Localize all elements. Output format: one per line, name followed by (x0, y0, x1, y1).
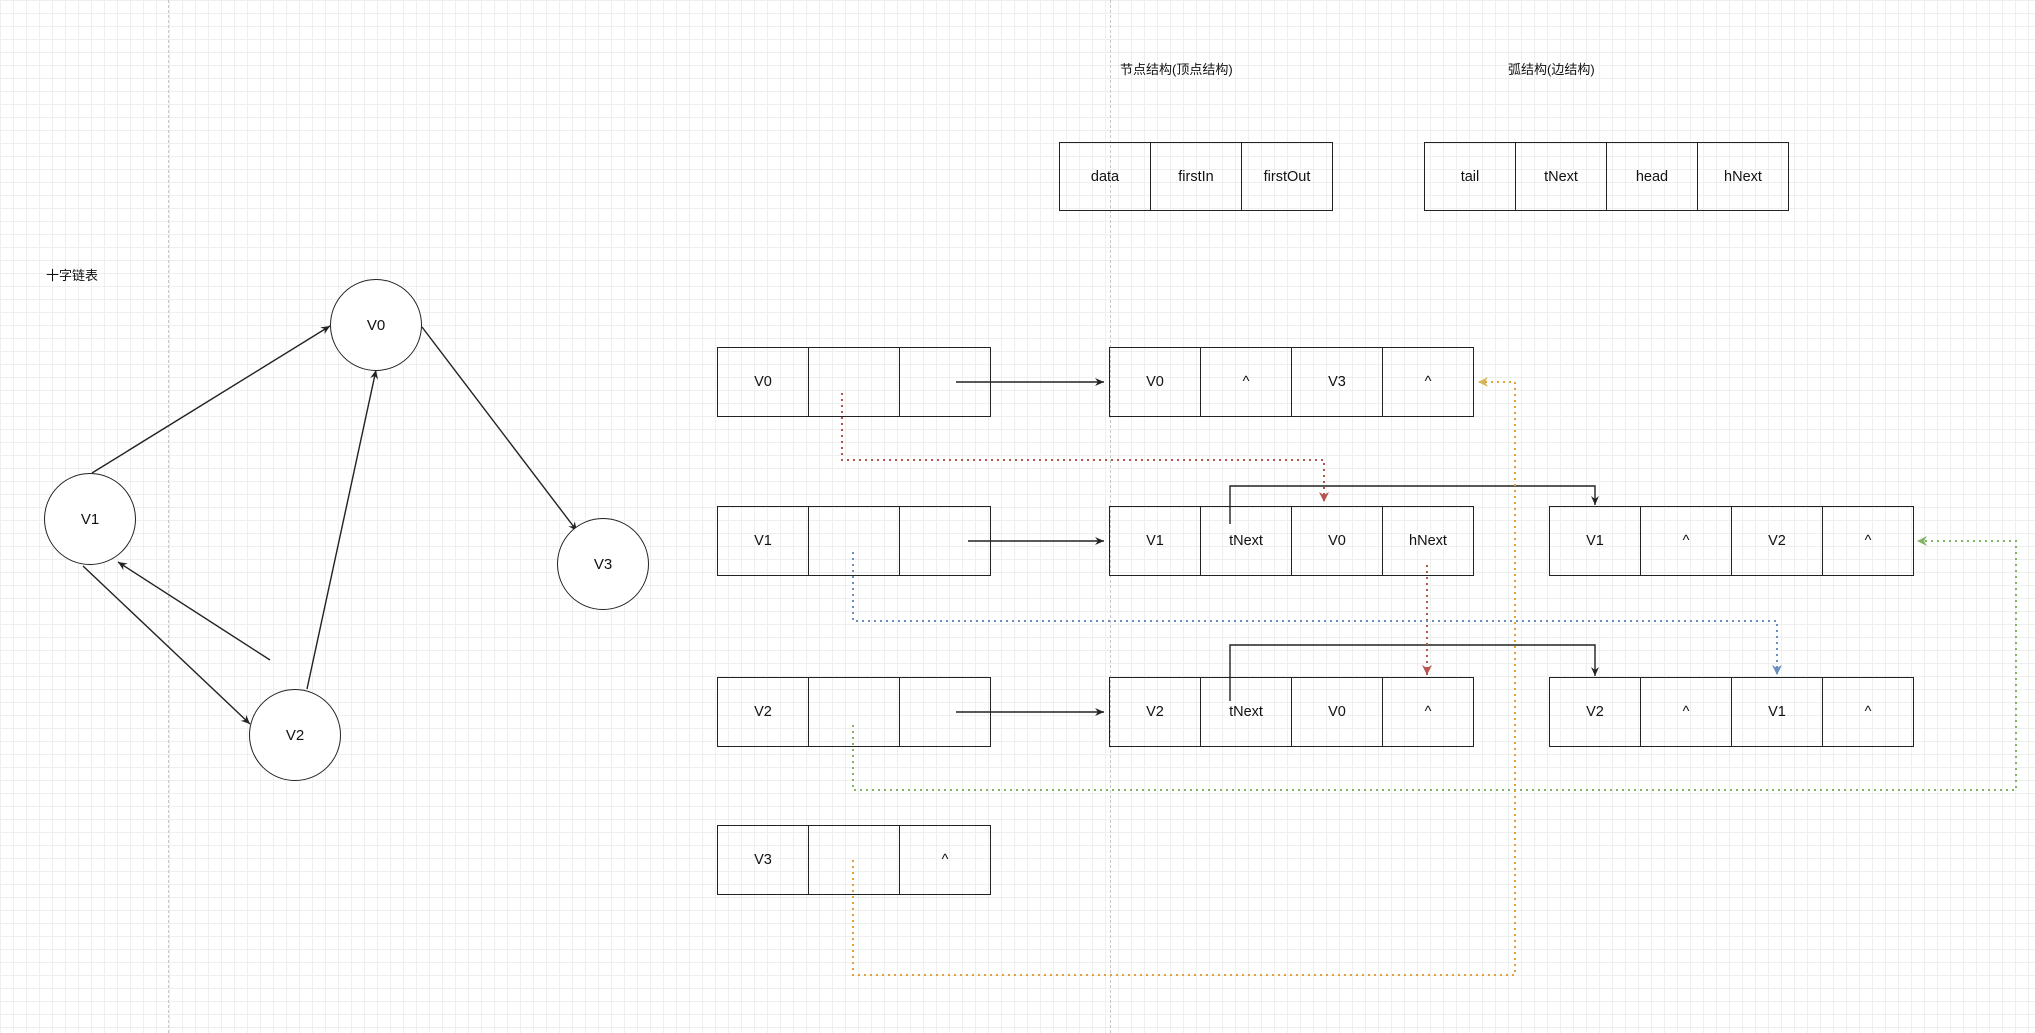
arc-v1v2-tail: V1 (1549, 506, 1641, 576)
arc-v0v3-tail: V0 (1109, 347, 1201, 417)
vertex-row-v3-data: V3 (717, 825, 809, 895)
vertex-row-v0-firstin (808, 347, 900, 417)
edge-v0-to-v3 (421, 326, 578, 532)
pointer-v0-firstin-red (841, 393, 1329, 502)
arc-v2v1-tail: V2 (1549, 677, 1641, 747)
arc-v1v2-head: V2 (1731, 506, 1823, 576)
vertex-field-firstout: firstOut (1241, 142, 1333, 211)
arc-v1v2-hnext: ^ (1822, 506, 1914, 576)
edge-v1-to-v2 (82, 565, 251, 725)
arc-v1v0-head: V0 (1291, 506, 1383, 576)
arc-v2v0-head: V0 (1291, 677, 1383, 747)
arc-v1v0-tail: V1 (1109, 506, 1201, 576)
pointer-v1-firstin-blue (852, 552, 1782, 675)
arc-v0v3-hnext: ^ (1382, 347, 1474, 417)
arc-v1v2-tnext: ^ (1640, 506, 1732, 576)
page-break-line (168, 0, 169, 1033)
pointer-tnext-v2v0-to-v2v1 (1229, 644, 1599, 701)
vertex-row-v1-data: V1 (717, 506, 809, 576)
edge-v2-to-v0 (306, 369, 379, 690)
graph-node-v2: V2 (249, 689, 341, 781)
graph-node-v0: V0 (330, 279, 422, 371)
edge-v1-to-v0 (91, 325, 331, 474)
vertex-row-v3-firstout: ^ (899, 825, 991, 895)
arc-v2v0-tnext: tNext (1200, 677, 1292, 747)
edge-v2-to-v1 (117, 561, 271, 661)
arc-field-head: head (1606, 142, 1698, 211)
arc-field-tail: tail (1424, 142, 1516, 211)
arc-v2v0-hnext: ^ (1382, 677, 1474, 747)
vertex-row-v1-firstin (808, 506, 900, 576)
pointer-v2-firstin-green (852, 536, 2017, 791)
vertex-row-v2-firstout (899, 677, 991, 747)
vertex-row-v2-firstin (808, 677, 900, 747)
vertex-structure-caption: 节点结构(顶点结构) (1120, 62, 1233, 77)
vertex-row-v2-data: V2 (717, 677, 809, 747)
vertex-row-v0-firstout (899, 347, 991, 417)
arc-v2v1-tnext: ^ (1640, 677, 1732, 747)
diagram-title: 十字链表 (46, 268, 99, 283)
arc-v1v0-hnext: hNext (1382, 506, 1474, 576)
arc-v0v3-head: V3 (1291, 347, 1383, 417)
vertex-row-v0-data: V0 (717, 347, 809, 417)
arc-field-tnext: tNext (1515, 142, 1607, 211)
graph-node-v1: V1 (44, 473, 136, 565)
arc-v2v1-hnext: ^ (1822, 677, 1914, 747)
vertex-row-v3-firstin (808, 825, 900, 895)
pointer-tnext-v1v0-to-v1v2 (1229, 485, 1599, 524)
arc-field-hnext: hNext (1697, 142, 1789, 211)
arc-v2v1-head: V1 (1731, 677, 1823, 747)
page-break-line (1110, 0, 1111, 1033)
vertex-field-data: data (1059, 142, 1151, 211)
vertex-row-v1-firstout (899, 506, 991, 576)
graph-node-v3: V3 (557, 518, 649, 610)
vertex-field-firstin: firstIn (1150, 142, 1242, 211)
arc-v0v3-tnext: ^ (1200, 347, 1292, 417)
arc-structure-caption: 弧结构(边结构) (1508, 62, 1595, 77)
arc-v2v0-tail: V2 (1109, 677, 1201, 747)
arc-v1v0-tnext: tNext (1200, 506, 1292, 576)
